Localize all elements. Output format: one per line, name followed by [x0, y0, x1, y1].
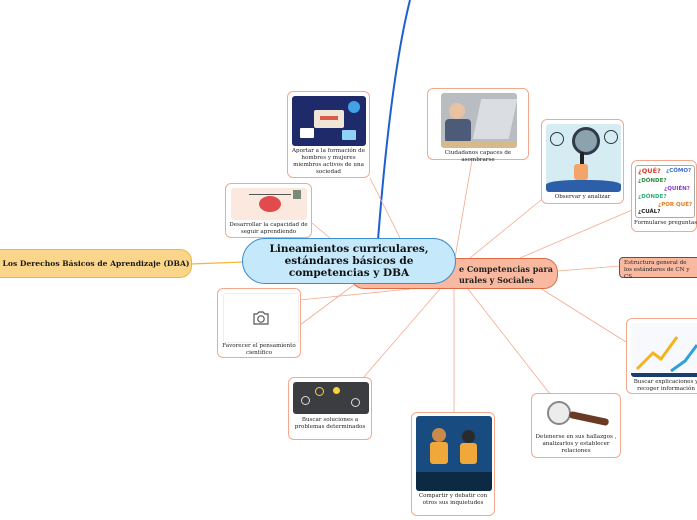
connector-ciudadanos	[454, 159, 473, 259]
card-buscar-soluciones[interactable]: Buscar soluciones a problemas determinad…	[288, 377, 372, 440]
connector-explicaciones	[539, 287, 627, 343]
question-word: ¿QUÉ?	[638, 167, 661, 175]
card-ciudadanos-caption: Ciudadanos capaces de asombrarse	[444, 150, 512, 163]
connector-left-low	[299, 288, 411, 301]
connector-aportar	[369, 177, 401, 239]
connector-favorecer	[299, 283, 356, 326]
standards-topic-line2: urales y Sociales	[459, 275, 534, 285]
observe-illustration-icon	[546, 124, 621, 192]
debate-illustration-icon	[416, 416, 492, 491]
connector-estructura	[557, 265, 621, 272]
education-illustration-icon	[292, 96, 366, 146]
card-detenerse-caption: Detenerse en sus hallazgos , analizarlos…	[535, 434, 617, 454]
connector-formularse	[519, 209, 633, 259]
relationship-line	[377, 0, 411, 241]
dba-topic[interactable]: Los Derechos Básicos de Aprendizaje (DBA…	[0, 249, 192, 278]
central-topic-label: Lineamientos curriculares, estándares bá…	[269, 243, 429, 279]
card-favorecer-caption: Favorecer el pensamiento científico	[222, 343, 296, 356]
connector-desarrollar	[311, 222, 331, 239]
question-word: ¿DÓNDE?	[638, 178, 667, 184]
question-word: ¿QUIÉN?	[664, 186, 690, 192]
lightbulb-illustration-icon	[293, 382, 369, 414]
magnifier-illustration-icon	[537, 397, 617, 431]
growth-arrow-icon	[631, 336, 697, 377]
card-buscar-soluciones-caption: Buscar soluciones a problemas determinad…	[294, 417, 366, 430]
card-ciudadanos[interactable]: Ciudadanos capaces de asombrarse	[427, 88, 529, 163]
card-buscar-explicaciones[interactable]: Buscar explicaciones y recoger informaci…	[626, 318, 697, 394]
card-buscar-explicaciones-caption: Buscar explicaciones y recoger informaci…	[633, 379, 697, 392]
connector-observar	[469, 199, 542, 259]
image-placeholder	[223, 293, 299, 343]
card-compartir-caption: Compartir y debatir con otros sus inquie…	[418, 493, 488, 506]
card-desarrollar[interactable]: Desarrollar la capacidad de seguir apren…	[225, 183, 312, 238]
camera-icon	[253, 311, 269, 325]
card-formularse[interactable]: ¿QUÉ? ¿CÓMO? ¿DÓNDE? ¿QUIÉN? ¿DÓNDE? ¿PO…	[631, 160, 697, 232]
questions-illustration-icon: ¿QUÉ? ¿CÓMO? ¿DÓNDE? ¿QUIÉN? ¿DÓNDE? ¿PO…	[635, 165, 695, 218]
dba-topic-label: Los Derechos Básicos de Aprendizaje (DBA…	[2, 258, 190, 268]
question-word: ¿CUÁL?	[638, 209, 661, 215]
card-observar-caption: Observar y analizar	[554, 194, 611, 200]
connector-dba	[189, 261, 245, 265]
connector-detenerse	[467, 288, 551, 395]
card-formularse-caption: Formularse preguntas	[634, 220, 697, 226]
card-observar[interactable]: Observar y analizar	[541, 119, 624, 204]
question-word: ¿CÓMO?	[666, 168, 692, 174]
card-detenerse[interactable]: Detenerse en sus hallazgos , analizarlos…	[531, 393, 621, 458]
central-topic[interactable]: Lineamientos curriculares, estándares bá…	[242, 238, 456, 284]
connector-soluciones	[362, 288, 441, 379]
structure-subtopic[interactable]: Estructura general de los estándares de …	[619, 257, 697, 280]
question-word: ¿DÓNDE?	[638, 194, 667, 200]
growth-chart-illustration-icon	[631, 323, 697, 377]
card-aportar[interactable]: Aportar a la formación de hombres y muje…	[287, 91, 370, 178]
card-favorecer[interactable]: Favorecer el pensamiento científico	[217, 288, 301, 358]
card-compartir[interactable]: Compartir y debatir con otros sus inquie…	[411, 412, 495, 516]
surprised-child-photo-icon	[441, 93, 517, 148]
brain-lifting-illustration-icon	[231, 188, 307, 220]
structure-subtopic-label: Estructura general de los estándares de …	[624, 260, 690, 280]
question-word: ¿POR QUÉ?	[658, 202, 693, 208]
card-desarrollar-caption: Desarrollar la capacidad de seguir apren…	[229, 222, 308, 235]
standards-topic-line1: e Competencias para	[459, 264, 553, 274]
card-aportar-caption: Aportar a la formación de hombres y muje…	[291, 148, 366, 175]
